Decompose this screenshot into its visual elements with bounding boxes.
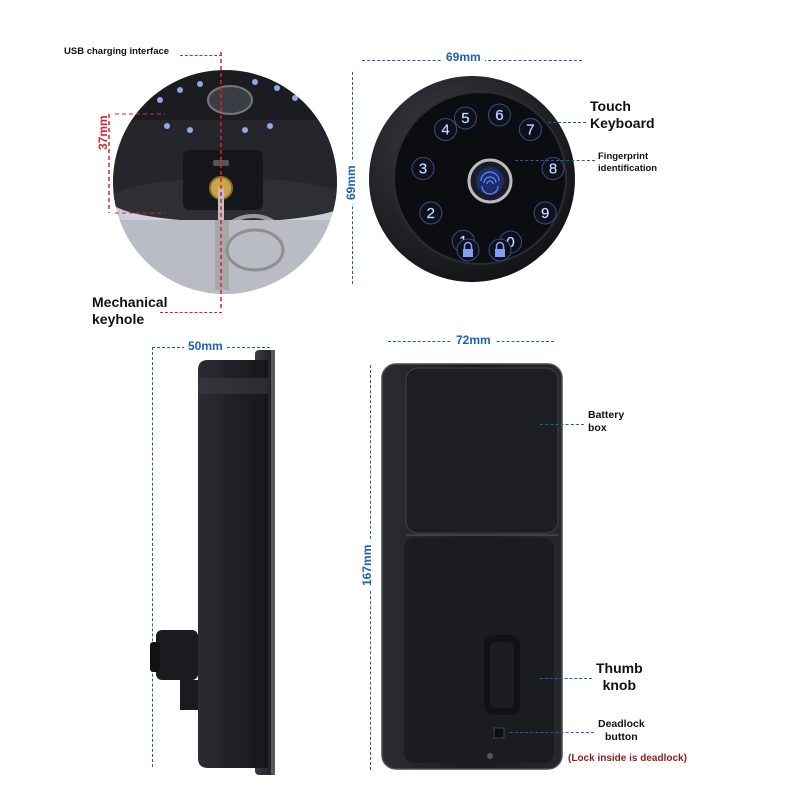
usb-charging-label: USB charging interface [64,46,170,57]
deadlock-note: (Lock inside is deadlock) [568,753,687,764]
keypad-digit-2: 2 [427,205,435,222]
fingerprint-leader [515,160,595,161]
keypad-digit-4: 4 [441,121,449,138]
deadlock-button-leader [510,732,594,733]
keypad-key-3 [411,157,435,181]
battery-box-label: Battery box [588,409,625,434]
keyhole-height-dimension: 37mm [96,115,110,150]
thumb-knob-leader [540,678,592,679]
keypad-height-dimension: 69mm [344,161,358,204]
fingerprint-label: Fingerprint identification [598,151,658,174]
keyhole-closeup-photo [108,52,337,310]
battery-box-leader [540,424,584,425]
keypad-digit-0: 0 [506,234,514,251]
keypad-key-6 [487,103,511,127]
keypad-key-9 [533,201,557,225]
deadlock-button-label: Deadlock button [598,718,645,743]
padlock-shackle-icon [463,241,473,249]
keypad-key-7 [518,117,542,141]
back-view-lock [381,363,563,770]
keypad-key-8 [541,157,565,181]
keypad-digit-5: 5 [461,110,469,127]
padlock-body-icon [463,249,473,257]
keypad-digit-3: 3 [419,161,427,178]
padlock-body-icon [495,249,505,257]
keypad-digit-7: 7 [526,121,534,138]
keypad-key-5 [453,106,477,130]
keypad-digit-8: 8 [549,161,557,178]
deadlock-button [493,727,505,739]
side-height-guide [152,347,153,767]
touch-keyboard-leader [548,122,586,123]
touch-keyboard-label: Touch Keyboard [590,98,655,131]
body-height-dimension: 167mm [360,540,374,590]
side-depth-dimension: 50mm [184,339,227,353]
side-view-lock [150,350,275,775]
keyhole-leader-line [160,312,222,313]
keypad-key-2 [419,201,443,225]
body-width-dimension: 72mm [452,333,495,347]
keypad-digit-9: 9 [541,205,549,222]
padlock-shackle-icon [495,241,505,249]
keypad-key-4 [434,117,458,141]
mechanical-keyhole-label: Mechanical keyhole [92,294,168,327]
keypad-width-dimension: 69mm [442,50,485,64]
round-keypad: 5678901234 [369,76,575,282]
keypad-digit-6: 6 [495,107,503,124]
thumb-knob-label: Thumb knob [596,660,643,693]
battery-cover [405,367,559,534]
usb-leader-line [180,55,222,56]
